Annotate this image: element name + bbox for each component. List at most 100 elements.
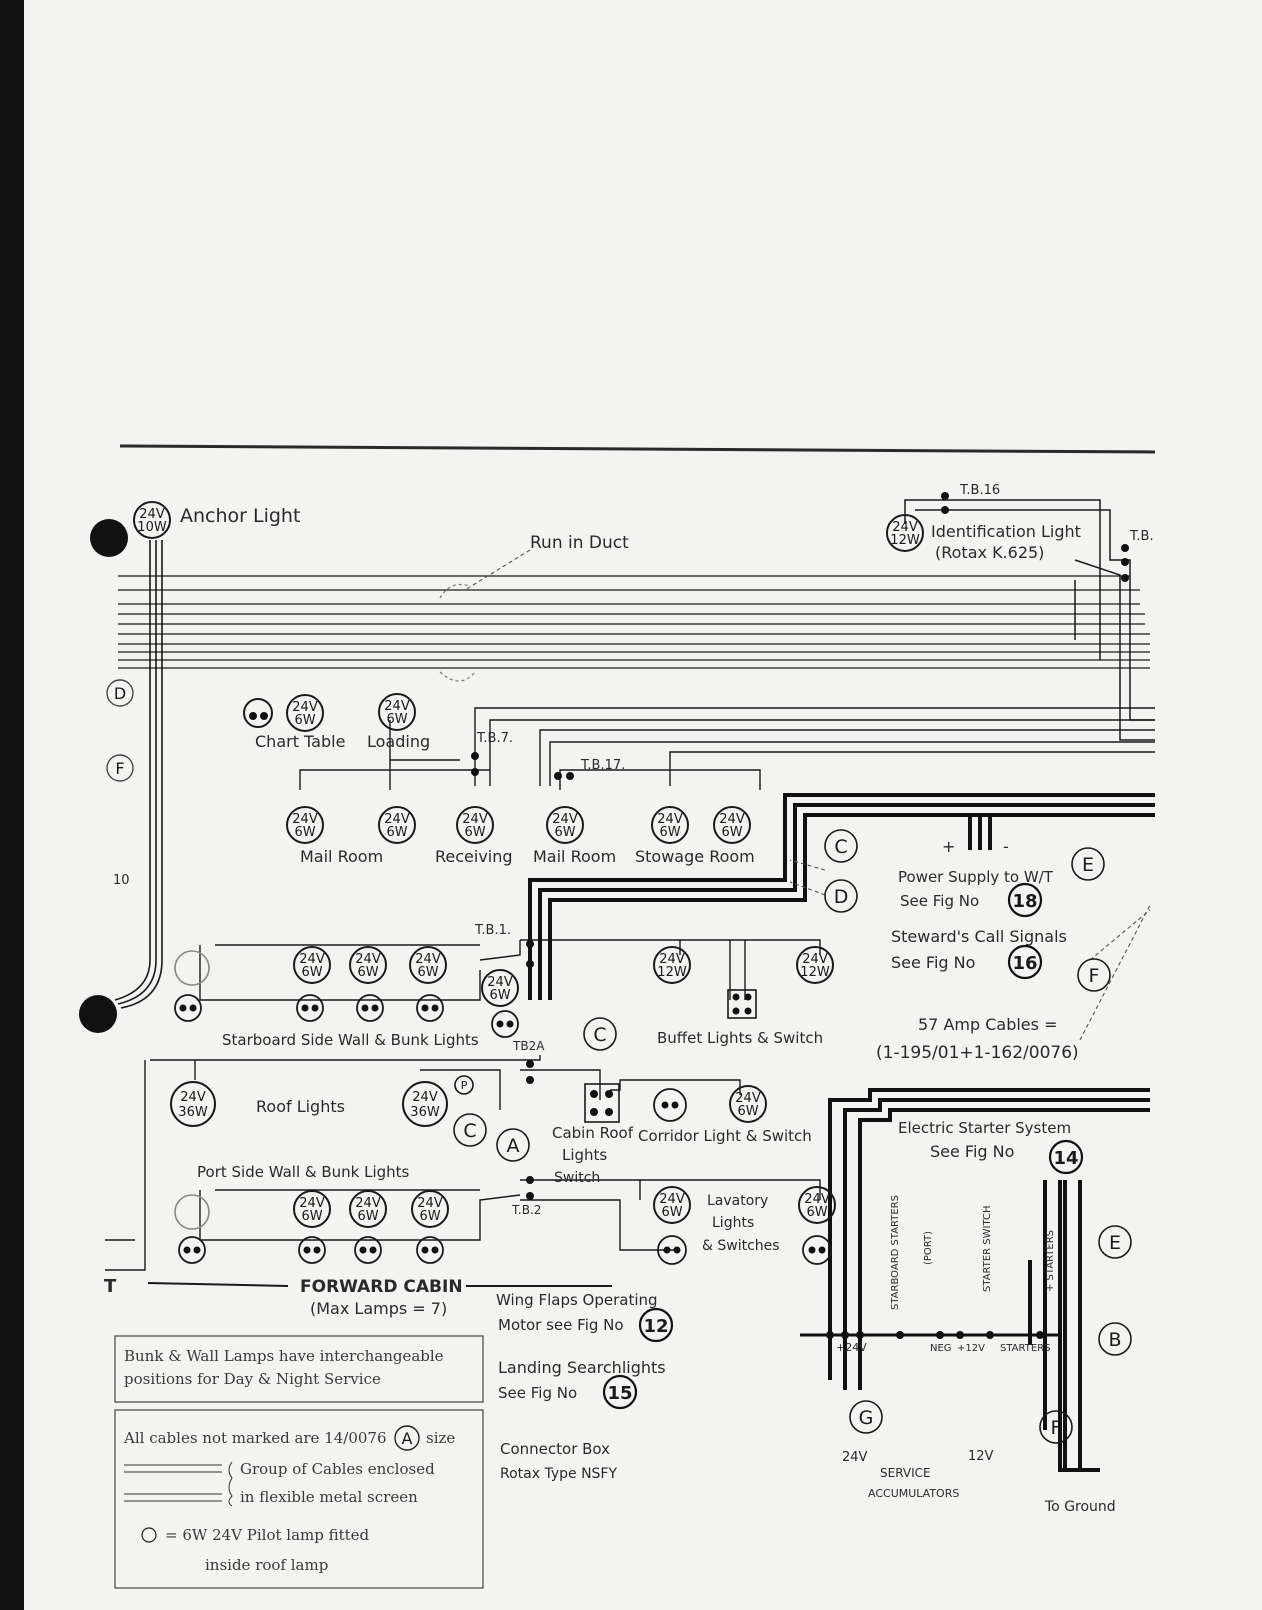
note-box-1-line-1: Bunk & Wall Lamps have interchangeable <box>124 1347 444 1365</box>
fig-number: 16 <box>1012 953 1037 974</box>
circle-e-1: E <box>1071 847 1105 881</box>
lamp-volts: 24V <box>299 952 325 967</box>
lamp-volts: 24V <box>552 812 578 827</box>
lamp-volts: 24V <box>299 1196 325 1211</box>
binding-edge <box>0 0 24 1610</box>
pilot-lamp-p: P <box>454 1075 474 1095</box>
fig-18-circle: 18 <box>1007 882 1043 918</box>
stewards-call-label: Steward's Call Signals <box>891 927 1067 946</box>
lamp-watts: 6W <box>489 988 510 1003</box>
port-lamp-2: 24V 6W <box>349 1190 387 1228</box>
identification-part-label: (Rotax K.625) <box>935 543 1044 562</box>
circle-d-1: D <box>824 879 858 913</box>
see-fig-14-label: See Fig No <box>930 1142 1014 1161</box>
tb16-label: T.B.16 <box>959 483 1000 498</box>
screened-cable-symbol <box>124 1461 233 1507</box>
lamp-watts: 6W <box>294 713 315 728</box>
lamp-volts: 24V <box>719 812 745 827</box>
tb7-label: T.B.7. <box>476 731 513 746</box>
note-box-2-line-1-end: size <box>426 1429 455 1447</box>
lamp-watts: 36W <box>410 1105 440 1120</box>
v24-label: 24V <box>842 1450 868 1465</box>
starters-label: STARTERS <box>1000 1343 1050 1354</box>
lamp-volts: 24V <box>384 812 410 827</box>
note-box-2-pilot-1: = 6W 24V Pilot lamp fitted <box>165 1526 370 1544</box>
lamp-watts: 6W <box>737 1104 758 1119</box>
lamp-volts: 24V <box>415 952 441 967</box>
roof-lamp-2: 24V 36W <box>402 1081 448 1127</box>
lamp-volts: 24V <box>292 700 318 715</box>
note-box-2-group-1: Group of Cables enclosed <box>240 1460 435 1478</box>
lamp-watts: 6W <box>661 1205 682 1220</box>
lamp-watts: 6W <box>417 965 438 980</box>
run-in-duct-arc <box>439 583 471 599</box>
mail-room-label-2: Mail Room <box>533 847 616 866</box>
buffet-label: Buffet Lights & Switch <box>657 1029 823 1047</box>
corridor-label: Corridor Light & Switch <box>638 1127 812 1145</box>
cabin-roof-switch <box>584 1083 620 1123</box>
starter-switch-label: STARTER SWITCH <box>982 1205 993 1292</box>
cabin-roof-label-1: Cabin Roof <box>552 1124 634 1142</box>
lamp-volts: 24V <box>804 1192 830 1207</box>
circle-d-left: D <box>106 679 134 707</box>
circle-letter: A <box>507 1135 520 1157</box>
tb1-label: T.B.1. <box>474 923 511 938</box>
minus-sign-label: - <box>1003 837 1009 856</box>
identification-lamp: 24V 12W <box>886 514 924 552</box>
lamp-volts: 24V <box>659 952 685 967</box>
cabin-roof-label-2: Lights <box>562 1146 607 1164</box>
circle-letter: E <box>1082 854 1094 876</box>
fig-12-circle: 12 <box>638 1307 674 1343</box>
heavy-cables <box>528 793 1155 1472</box>
anchor-light-label: Anchor Light <box>180 505 300 527</box>
fig-number: 15 <box>607 1383 632 1404</box>
plus24-label: +24V <box>836 1341 867 1354</box>
lamp-watts: 6W <box>806 1205 827 1220</box>
chart-table-lamp: 24V 6W <box>286 694 324 732</box>
port-sockets <box>178 1236 444 1264</box>
see-fig-18-label: See Fig No <box>900 892 979 910</box>
note-box-1: Bunk & Wall Lamps have interchangeable p… <box>114 1335 484 1403</box>
lavatory-lamp-2: 24V 6W <box>798 1186 836 1224</box>
punch-hole-bottom <box>79 995 117 1033</box>
lamp-watts: 6W <box>464 825 485 840</box>
cabin-roof-label-3: Switch <box>554 1170 600 1186</box>
lamp-volts: 24V <box>417 1196 443 1211</box>
stowage-lamp-2: 24V 6W <box>713 806 751 844</box>
loading-label: Loading <box>367 732 430 751</box>
circle-letter: F <box>115 759 124 778</box>
chart-table-socket <box>243 698 273 728</box>
connector-label-2: Rotax Type NSFY <box>500 1466 617 1482</box>
forward-cabin-label: FORWARD CABIN <box>300 1277 463 1297</box>
lamp-watts: 6W <box>386 825 407 840</box>
punch-hole-top <box>90 519 128 557</box>
plus-starters-label: + STARTERS <box>1045 1230 1056 1292</box>
v12-label: 12V <box>968 1449 994 1464</box>
lamp-volts: 24V <box>462 812 488 827</box>
stowage-room-label: Stowage Room <box>635 847 755 866</box>
receiving-label: Receiving <box>435 847 513 866</box>
roof-lights-label: Roof Lights <box>256 1097 345 1116</box>
port-empty-lamp <box>174 1194 210 1230</box>
amp-cables-spec-label: (1-195/01+1-162/0076) <box>876 1043 1079 1063</box>
wing-flaps-label-2: Motor see Fig No <box>498 1316 624 1334</box>
fig-16-circle: 16 <box>1007 944 1043 980</box>
power-supply-label: Power Supply to W/T <box>898 868 1054 886</box>
to-ground-label: To Ground <box>1044 1499 1116 1515</box>
lamp-watts: 12W <box>890 533 920 548</box>
starboard-lamp-2: 24V 6W <box>349 946 387 984</box>
fig-15-circle: 15 <box>602 1374 638 1410</box>
starboard-socket-dots <box>179 1004 514 1028</box>
see-fig-16-label: See Fig No <box>891 953 975 972</box>
service-label-2: ACCUMULATORS <box>868 1487 959 1500</box>
lamp-watts: 6W <box>419 1209 440 1224</box>
landing-label-1: Landing Searchlights <box>498 1358 666 1377</box>
circle-letter: C <box>834 836 847 858</box>
fig-ref-circles: 18 16 14 12 15 <box>602 882 1084 1410</box>
lamp-watts: 6W <box>357 1209 378 1224</box>
plus-sign-label: + <box>942 837 955 856</box>
note-box-2-group-2: in flexible metal screen <box>240 1488 418 1506</box>
note-letter-a: A <box>402 1429 413 1448</box>
lamp-watts: 12W <box>800 965 830 980</box>
